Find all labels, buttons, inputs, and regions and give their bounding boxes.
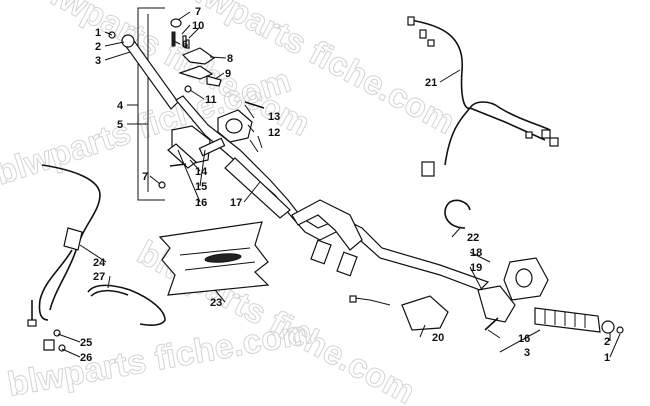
callout-2-right: 2 <box>604 336 610 348</box>
watermark-bottom-left: blwparts fiche.com <box>5 313 315 404</box>
handlebar <box>124 37 490 291</box>
callout-10: 10 <box>192 20 204 32</box>
left-grip-hardware <box>108 18 222 93</box>
callout-15: 15 <box>195 181 207 193</box>
callout-18: 18 <box>470 247 482 259</box>
callout-8: 8 <box>227 53 233 65</box>
callout-11: 11 <box>205 94 217 106</box>
callout-26: 26 <box>80 352 92 364</box>
callout-5: 5 <box>117 119 123 131</box>
callout-12: 12 <box>268 127 280 139</box>
hand-guard-pad <box>158 221 270 296</box>
callout-16-left: 16 <box>195 197 207 209</box>
callout-6: 6 <box>182 39 188 51</box>
bracket-group <box>137 7 165 201</box>
snap-ring <box>444 199 471 229</box>
callout-19: 19 <box>470 262 482 274</box>
callout-4: 4 <box>117 100 124 112</box>
callout-7-top: 7 <box>195 6 201 18</box>
right-brake-assembly <box>477 257 624 334</box>
callout-24: 24 <box>93 257 106 269</box>
callout-21: 21 <box>425 77 437 89</box>
callout-20: 20 <box>432 332 444 344</box>
callout-7-lower: 7 <box>142 171 148 183</box>
callout-labels: 1 2 3 4 5 6 7 7 8 9 10 11 12 13 14 15 16… <box>80 6 610 364</box>
callout-27: 27 <box>93 271 105 283</box>
callout-1-right: 1 <box>604 352 610 364</box>
callout-25: 25 <box>80 337 92 349</box>
callout-9: 9 <box>225 68 231 80</box>
throttle-housing <box>158 101 265 189</box>
callout-13: 13 <box>268 111 280 123</box>
callout-2-left: 2 <box>95 41 101 53</box>
throttle-cable <box>27 164 101 352</box>
callout-14: 14 <box>195 166 208 178</box>
callout-16-right: 16 <box>518 333 530 345</box>
cable-clip <box>87 284 166 326</box>
callout-23: 23 <box>210 297 222 309</box>
callout-22: 22 <box>467 232 479 244</box>
callout-3-left: 3 <box>95 55 101 67</box>
callout-17: 17 <box>230 197 242 209</box>
callout-3-right: 3 <box>524 347 530 359</box>
wiring-harness <box>407 16 559 177</box>
switch-housing <box>349 295 449 331</box>
leader-lines <box>57 11 621 358</box>
callout-1-left: 1 <box>95 27 101 39</box>
